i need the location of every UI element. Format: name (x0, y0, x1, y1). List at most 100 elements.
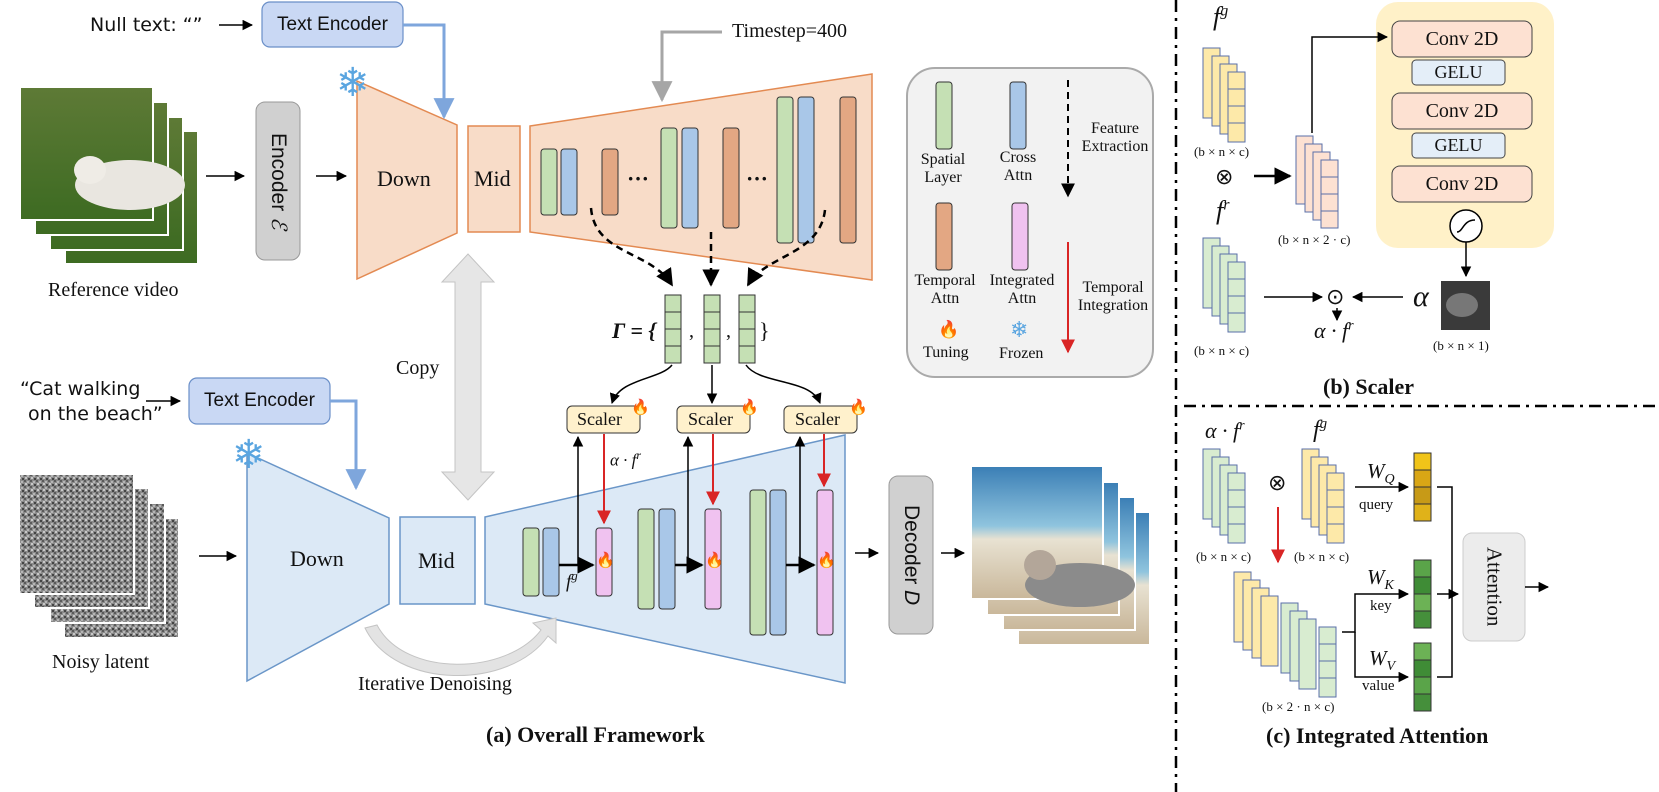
noisy-latent-stack (18, 473, 180, 639)
gamma-comma-1: , (689, 320, 694, 342)
dim-c-2: (b × n × c) (1294, 549, 1350, 564)
legend-frozen: Frozen (999, 345, 1044, 362)
sigmoid-icon (1449, 209, 1483, 243)
legend-temporal-integration: Temporal Integration (1077, 279, 1149, 314)
wq-label: WQ (1367, 459, 1395, 488)
scaler-label-1: Scaler (577, 409, 622, 429)
legend-box (906, 67, 1154, 378)
fg-label-b: fg (1213, 2, 1228, 32)
gelu-2-label: GELU (1434, 135, 1483, 155)
legend-feature-extraction: Feature Extraction (1081, 120, 1149, 155)
wk-text: W (1367, 565, 1385, 589)
bottom-layers (522, 489, 834, 636)
decoder-symbol: D (900, 590, 923, 606)
mid-block-bottom (399, 516, 476, 605)
dim-b-4: (b × n × 1) (1433, 338, 1489, 353)
encoder-text: Encoder (267, 132, 290, 211)
noisy-latent-label: Noisy latent (52, 651, 150, 673)
query-vector (1413, 452, 1432, 522)
alpha-fr-label-a: α · fr (610, 448, 641, 471)
alpha-fr-sup: r (636, 448, 642, 462)
encoder-box (255, 101, 301, 261)
decoder-text: Decoder (900, 504, 923, 585)
attention-label: Attention (1482, 547, 1507, 627)
dots-1: ··· (627, 166, 650, 191)
dim-c-3: (b × 2 · n × c) (1262, 699, 1335, 714)
flame-icon: 🔥 (631, 398, 650, 416)
text-encoder-bottom-label: Text Encoder (204, 390, 315, 411)
alpha-fr-text: α · f (610, 450, 637, 470)
value-vector (1413, 642, 1432, 712)
odot-icon: ⊙ (1326, 284, 1345, 309)
encoder-symbol: ℰ (267, 216, 290, 230)
scaler-box-1 (566, 405, 641, 434)
conv-2-label: Conv 2D (1425, 99, 1499, 122)
snowflake-icon: ❄ (1010, 318, 1029, 343)
wv-sub: V (1386, 659, 1396, 675)
key-label: key (1370, 598, 1392, 614)
otimes-icon: ⊗ (1268, 470, 1287, 495)
fg-stack-b (1202, 47, 1246, 143)
fg-label-c: fg (1313, 416, 1327, 444)
mid-top-label: Mid (474, 166, 511, 191)
alpha-fr-b-text: α · f (1314, 318, 1349, 343)
fr-b-sup: r (1223, 196, 1230, 214)
alpha-fr-c-text: α · f (1205, 418, 1240, 443)
conv-3 (1391, 165, 1533, 203)
encoder-label: Encoder ℰ (256, 102, 300, 260)
caption-c: (c) Integrated Attention (1266, 723, 1489, 748)
prompt-line-1: “Cat walking (20, 378, 141, 400)
gamma-features (664, 294, 756, 364)
reference-video-stack (19, 86, 199, 265)
dim-b-3: (b × n × c) (1194, 343, 1250, 358)
fg-c-text: f (1313, 417, 1320, 443)
key-vector (1413, 559, 1432, 629)
concat-stack-b (1295, 135, 1339, 229)
mid-block-top (467, 125, 521, 233)
flame-icon: 🔥 (705, 551, 724, 569)
flame-icon: 🔥 (938, 320, 960, 340)
prompt-line-2: on the beach” (28, 403, 163, 425)
conv-2 (1391, 92, 1533, 130)
wk-label: WK (1367, 565, 1394, 594)
legend-cross: Cross Attn (999, 149, 1037, 184)
alpha-fr-c-sup: r (1239, 418, 1245, 434)
gelu-1 (1411, 59, 1506, 86)
legend-spatial: Spatial Layer (920, 151, 966, 186)
caption-a: (a) Overall Framework (486, 722, 705, 747)
alpha-label-b: α (1413, 280, 1429, 313)
reference-video-label: Reference video (48, 279, 179, 301)
dim-c-1: (b × n × c) (1196, 549, 1252, 564)
scaler-label-3: Scaler (795, 409, 840, 429)
down-top-label: Down (377, 166, 431, 191)
fg-b-text: f (1213, 2, 1221, 31)
iterative-denoising-label: Iterative Denoising (358, 673, 512, 695)
wq-sub: Q (1384, 472, 1395, 488)
flame-icon: 🔥 (817, 551, 836, 569)
fg-label-a: fg (566, 568, 578, 593)
down-block-top (356, 79, 458, 281)
legend-temporal: Temporal Attn (914, 272, 976, 307)
mid-bottom-label: Mid (418, 548, 455, 573)
alpha-fr-stack-c (1202, 448, 1246, 544)
wv-label: WV (1369, 646, 1395, 675)
wk-sub: K (1384, 578, 1394, 594)
decoder-label: Decoder D (889, 476, 933, 634)
iterative-denoising-arrow (364, 617, 557, 676)
wv-text: W (1369, 646, 1387, 670)
copy-arrow (440, 253, 496, 501)
timestep-label: Timestep=400 (732, 20, 847, 42)
wq-text: W (1367, 459, 1385, 483)
alpha-fr-label-c: α · fr (1205, 418, 1245, 444)
legend-tuning: Tuning (923, 344, 969, 361)
gamma-comma-2: , (726, 320, 731, 342)
fg-b-sup: g (1220, 2, 1229, 20)
down-block-bottom (246, 451, 390, 683)
gelu-2 (1411, 132, 1506, 159)
down-bottom-label: Down (290, 546, 344, 571)
query-label: query (1359, 497, 1394, 513)
dim-b-2: (b × n × 2 · c) (1278, 232, 1351, 247)
scaler-label-2: Scaler (688, 409, 733, 429)
null-text-label: Null text: “” (90, 14, 203, 36)
